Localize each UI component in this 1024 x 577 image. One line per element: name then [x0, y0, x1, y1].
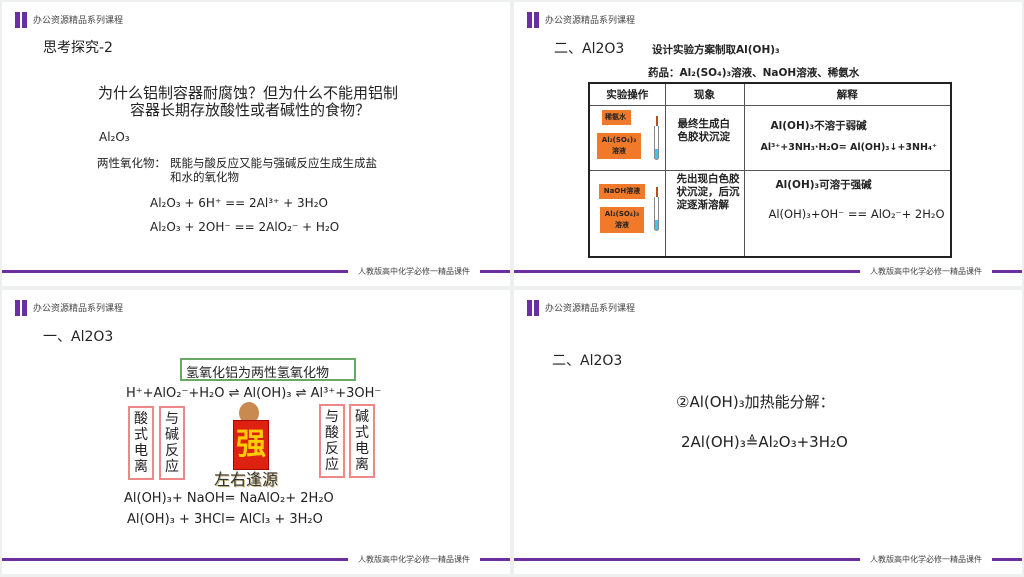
- question-line-1: 为什么铝制容器耐腐蚀？但为什么不能用铝制: [98, 84, 399, 102]
- footer-line: [2, 558, 348, 561]
- operation-cell: NaOH溶液 Al₂(SO₄)₃溶液: [588, 169, 666, 258]
- slide-2[interactable]: 办公资源精品系列课程 二、Al2O3 设计实验方案制取Al(OH)₃ 药品：Al…: [514, 2, 1022, 286]
- equation-1: Al(OH)₃+ NaOH= NaAlO₂+ 2H₂O: [124, 491, 334, 506]
- label-reacts-with-base: 与碱反应: [159, 406, 185, 480]
- explanation-cell: Al(OH)₃不溶于弱碱 Al³⁺+3NH₃·H₂O= Al(OH)₃↓+3NH…: [743, 104, 952, 171]
- phenomenon-cell: 先出现白色胶状沉淀，后沉淀逐渐溶解: [664, 169, 745, 258]
- brand-bars-icon: [15, 12, 28, 28]
- slide-title: 一、Al2O3: [43, 329, 114, 345]
- strong-badge: 强: [233, 420, 269, 470]
- brand-bars-icon: [527, 300, 540, 316]
- slide-title: 二、Al2O3: [554, 41, 625, 57]
- slide-1[interactable]: 办公资源精品系列课程 思考探究-2 为什么铝制容器耐腐蚀？但为什么不能用铝制 容…: [2, 2, 510, 286]
- equilibrium-equation: H⁺+AlO₂⁻+H₂O ⇌ Al(OH)₃ ⇌ Al³⁺+3OH⁻: [126, 386, 382, 401]
- caption: 左右逢源: [214, 470, 279, 489]
- header-operation: 实验操作: [588, 82, 666, 106]
- question-line-2: 容器长期存放酸性或者碱性的食物？: [130, 101, 371, 119]
- reagent-label: Al₂(SO₄)₃溶液: [597, 132, 641, 159]
- footer-text: 人教版高中化学必修一精品课件: [870, 555, 982, 564]
- definition-line-2: 和水的氧化物: [170, 170, 239, 184]
- label-reacts-with-acid: 与酸反应: [319, 404, 345, 478]
- definition-line-1: 既能与酸反应又能与强碱反应生成生成盐: [170, 156, 377, 170]
- brand-bars-icon: [15, 300, 28, 316]
- heading: 设计实验方案制取Al(OH)₃: [652, 44, 780, 56]
- label-acidic-ionization: 酸式电离: [128, 406, 154, 480]
- cartoon-character-icon: [239, 402, 259, 424]
- explanation-text: Al(OH)₃不溶于弱碱: [770, 119, 867, 132]
- dropper-icon: [656, 186, 658, 203]
- footer-line: [2, 270, 348, 273]
- reagents: 药品：Al₂(SO₄)₃溶液、NaOH溶液、稀氨水: [648, 67, 860, 79]
- explanation-equation: Al³⁺+3NH₃·H₂O= Al(OH)₃↓+3NH₄⁺: [760, 141, 938, 153]
- footer-line-end: [992, 558, 1022, 561]
- slide-title: 思考探究-2: [43, 40, 113, 56]
- slide-4[interactable]: 办公资源精品系列课程 二、Al2O3 ②Al(OH)₃加热能分解： 2Al(OH…: [514, 290, 1022, 574]
- test-tube-icon: [654, 196, 659, 231]
- definition-label: 两性氧化物：: [97, 156, 166, 170]
- footer-line-end: [992, 270, 1022, 273]
- test-tube-icon: [654, 125, 659, 160]
- label-basic-ionization: 碱式电离: [349, 404, 375, 478]
- compound: Al₂O₃: [99, 130, 130, 144]
- footer-text: 人教版高中化学必修一精品课件: [358, 267, 470, 276]
- footer-text: 人教版高中化学必修一精品课件: [870, 267, 982, 276]
- reagent-label: 稀氨水: [602, 109, 631, 125]
- slide-3[interactable]: 办公资源精品系列课程 一、Al2O3 氢氧化铝为两性氢氧化物 H⁺+AlO₂⁻+…: [2, 290, 510, 574]
- header-explanation: 解释: [743, 82, 952, 106]
- operation-cell: 稀氨水 Al₂(SO₄)₃溶液: [588, 104, 666, 171]
- reagent-label: Al₂(SO₄)₃溶液: [600, 206, 644, 233]
- explanation-cell: Al(OH)₃可溶于强碱 Al(OH)₃+OH⁻ == AlO₂⁻+ 2H₂O: [743, 169, 952, 258]
- brand-bars-icon: [527, 12, 540, 28]
- brand-text: 办公资源精品系列课程: [545, 304, 636, 314]
- phenomenon-cell: 最终生成白色胶状沉淀: [664, 104, 745, 171]
- brand-text: 办公资源精品系列课程: [545, 16, 636, 26]
- header-phenomenon: 现象: [664, 82, 745, 106]
- reagent-label: NaOH溶液: [599, 183, 645, 199]
- footer-line: [514, 270, 860, 273]
- decomposition-equation: 2Al(OH)₃≜Al₂O₃+3H₂O: [681, 433, 848, 451]
- dropper-icon: [656, 115, 658, 132]
- brand-text: 办公资源精品系列课程: [33, 304, 124, 314]
- amphoteric-box: 氢氧化铝为两性氢氧化物: [180, 358, 356, 381]
- equation-2: Al(OH)₃ + 3HCl= AlCl₃ + 3H₂O: [127, 512, 323, 527]
- experiment-table: 实验操作现象解释 稀氨水 Al₂(SO₄)₃溶液 最终生成白色胶状沉淀 Al(O…: [588, 82, 952, 258]
- heading: ②Al(OH)₃加热能分解：: [676, 393, 835, 411]
- footer-line: [514, 558, 860, 561]
- explanation-text: Al(OH)₃可溶于强碱: [775, 178, 872, 191]
- footer-line-end: [480, 558, 510, 561]
- footer-line-end: [480, 270, 510, 273]
- footer-text: 人教版高中化学必修一精品课件: [358, 555, 470, 564]
- brand-text: 办公资源精品系列课程: [33, 16, 124, 26]
- equation-1: Al₂O₃ + 6H⁺ == 2Al³⁺ + 3H₂O: [150, 196, 328, 210]
- slide-title: 二、Al2O3: [552, 353, 623, 369]
- explanation-equation: Al(OH)₃+OH⁻ == AlO₂⁻+ 2H₂O: [768, 206, 945, 221]
- equation-2: Al₂O₃ + 2OH⁻ == 2AlO₂⁻ + H₂O: [150, 220, 340, 234]
